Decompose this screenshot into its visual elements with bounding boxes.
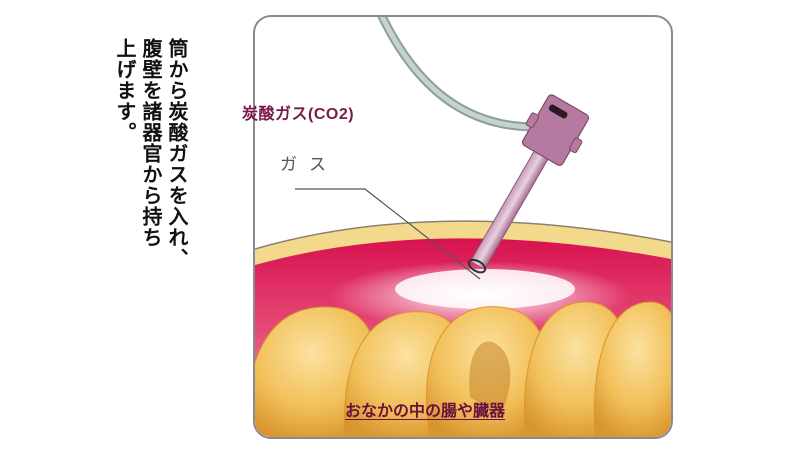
- caption-line-3: 上げます。: [113, 38, 137, 143]
- caption-line-1: 筒から炭酸ガスを入れ、: [165, 38, 189, 269]
- co2-label: 炭酸ガス(CO2): [242, 106, 355, 123]
- caption-line-2: 腹壁を諸器官から持ち: [139, 38, 163, 248]
- organs-label: おなかの中の腸や臓器: [345, 403, 506, 420]
- gas-leader-line: [295, 188, 481, 280]
- gas-label: ガス: [280, 155, 338, 174]
- laparoscopy-illustration: [255, 17, 671, 437]
- instruction-caption: 筒から炭酸ガスを入れ、 腹壁を諸器官から持ち 上げます。: [112, 38, 190, 378]
- trocar: [467, 94, 590, 274]
- laparoscopy-illustration-frame: [253, 15, 673, 439]
- intestines: [255, 301, 671, 437]
